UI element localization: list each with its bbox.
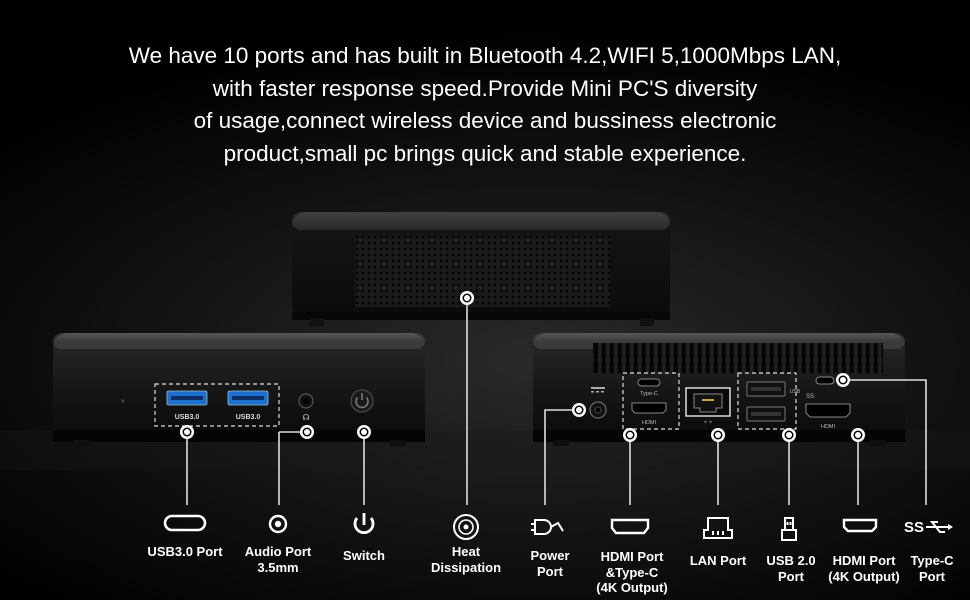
front-device: USB3.0 USB3.0 ☊: [53, 333, 425, 446]
headline-line: with faster response speed.Provide Mini …: [212, 75, 758, 101]
rear-hdmi-print: HDMI: [821, 424, 836, 430]
rear-ss-print: SS: [806, 394, 814, 400]
hdmi-port-label: HDMI Port(4K Output): [828, 553, 900, 584]
top-device: [292, 212, 670, 326]
headline: We have 10 ports and has built in Blueto…: [0, 40, 970, 170]
headline-line: product,small pc brings quick and stable…: [223, 140, 747, 166]
lan-port-label: LAN Port: [689, 553, 747, 568]
fan-icon: [453, 514, 479, 540]
power-icon: [353, 513, 375, 534]
superspeed-usb-icon: SS: [904, 519, 953, 536]
callout-markers: [180, 291, 865, 442]
hdmi-icon: [842, 518, 878, 533]
svg-text:SS: SS: [904, 519, 924, 536]
rear-hdmi-print: HDMI: [642, 420, 657, 426]
usb3-port-label: USB3.0 Port: [147, 544, 223, 559]
front-usb-print: USB3.0: [236, 414, 261, 421]
usb-c-icon: [163, 514, 207, 532]
usb-a-icon: [781, 517, 797, 541]
rear-usb-print: USB: [790, 389, 801, 395]
headline-line: We have 10 ports and has built in Blueto…: [128, 43, 842, 68]
ethernet-icon: [703, 517, 733, 539]
svg-text:☊: ☊: [302, 413, 309, 422]
switch-label: Switch: [343, 548, 385, 563]
svg-text:⚬⚬: ⚬⚬: [703, 419, 713, 426]
audio-jack-icon: [268, 514, 288, 534]
front-usb-print: USB3.0: [175, 414, 200, 421]
callout-lines: [186, 298, 927, 505]
hdmi-typec-label: HDMI Port&Type-C(4K Output): [596, 549, 668, 595]
headline-line: of usage,connect wireless device and bus…: [193, 108, 777, 133]
hdmi-icon: [610, 518, 650, 535]
dc-plug-icon: [531, 519, 564, 535]
rear-typec-print: Type-C: [640, 391, 658, 397]
